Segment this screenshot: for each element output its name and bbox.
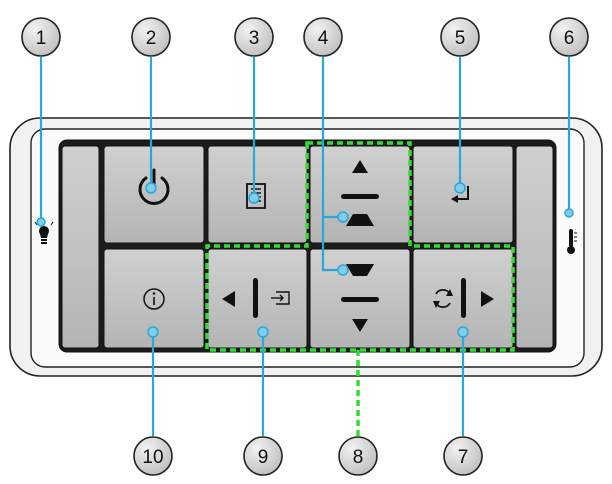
callout-label: 2 bbox=[146, 28, 157, 49]
callout-label: 9 bbox=[258, 447, 269, 468]
resync-icon bbox=[433, 288, 453, 309]
callout-5: 5 bbox=[440, 17, 480, 57]
callout-label: 5 bbox=[455, 28, 466, 49]
callout-1: 1 bbox=[21, 17, 61, 57]
leader-dots bbox=[36, 182, 574, 338]
down-arrow-icon bbox=[352, 319, 368, 332]
temperature-led-icon bbox=[567, 229, 577, 254]
callout-8: 8 bbox=[338, 436, 378, 476]
callout-label: 6 bbox=[564, 28, 575, 49]
callout-7: 7 bbox=[443, 436, 483, 476]
highlight-outline bbox=[205, 141, 515, 352]
info-icon bbox=[143, 288, 165, 310]
up-separator bbox=[341, 194, 379, 199]
leader-lines bbox=[39, 57, 571, 436]
callout-label: 10 bbox=[142, 447, 163, 468]
callouts: 1 2 3 4 5 6 7 8 bbox=[21, 17, 589, 476]
callout-label: 4 bbox=[318, 28, 329, 49]
callout-9: 9 bbox=[243, 436, 283, 476]
callout-label: 7 bbox=[458, 447, 469, 468]
enter-icon bbox=[451, 186, 469, 203]
enter-button[interactable] bbox=[412, 145, 514, 244]
right-side-bar bbox=[515, 145, 554, 349]
callout-3: 3 bbox=[234, 17, 274, 57]
left-separator bbox=[253, 278, 258, 318]
right-arrow-icon bbox=[481, 291, 494, 307]
left-side-bar bbox=[61, 145, 100, 349]
callout-label: 8 bbox=[353, 447, 364, 468]
callout-label: 1 bbox=[36, 28, 47, 49]
callout-2: 2 bbox=[131, 17, 171, 57]
keystone-down-icon bbox=[346, 264, 374, 276]
button-glyphs bbox=[138, 160, 494, 332]
callout-4: 4 bbox=[303, 17, 343, 57]
left-arrow-icon bbox=[222, 291, 235, 307]
down-separator bbox=[341, 297, 379, 302]
right-separator bbox=[461, 278, 466, 318]
power-button[interactable] bbox=[103, 145, 205, 244]
four-direction-highlight bbox=[205, 141, 515, 438]
callout-label: 3 bbox=[249, 28, 260, 49]
lamp-led-icon bbox=[34, 220, 54, 244]
callout-10: 10 bbox=[133, 436, 173, 476]
keystone-up-icon bbox=[346, 214, 374, 226]
up-arrow-icon bbox=[352, 160, 368, 173]
callout-6: 6 bbox=[549, 17, 589, 57]
source-icon bbox=[271, 291, 290, 305]
